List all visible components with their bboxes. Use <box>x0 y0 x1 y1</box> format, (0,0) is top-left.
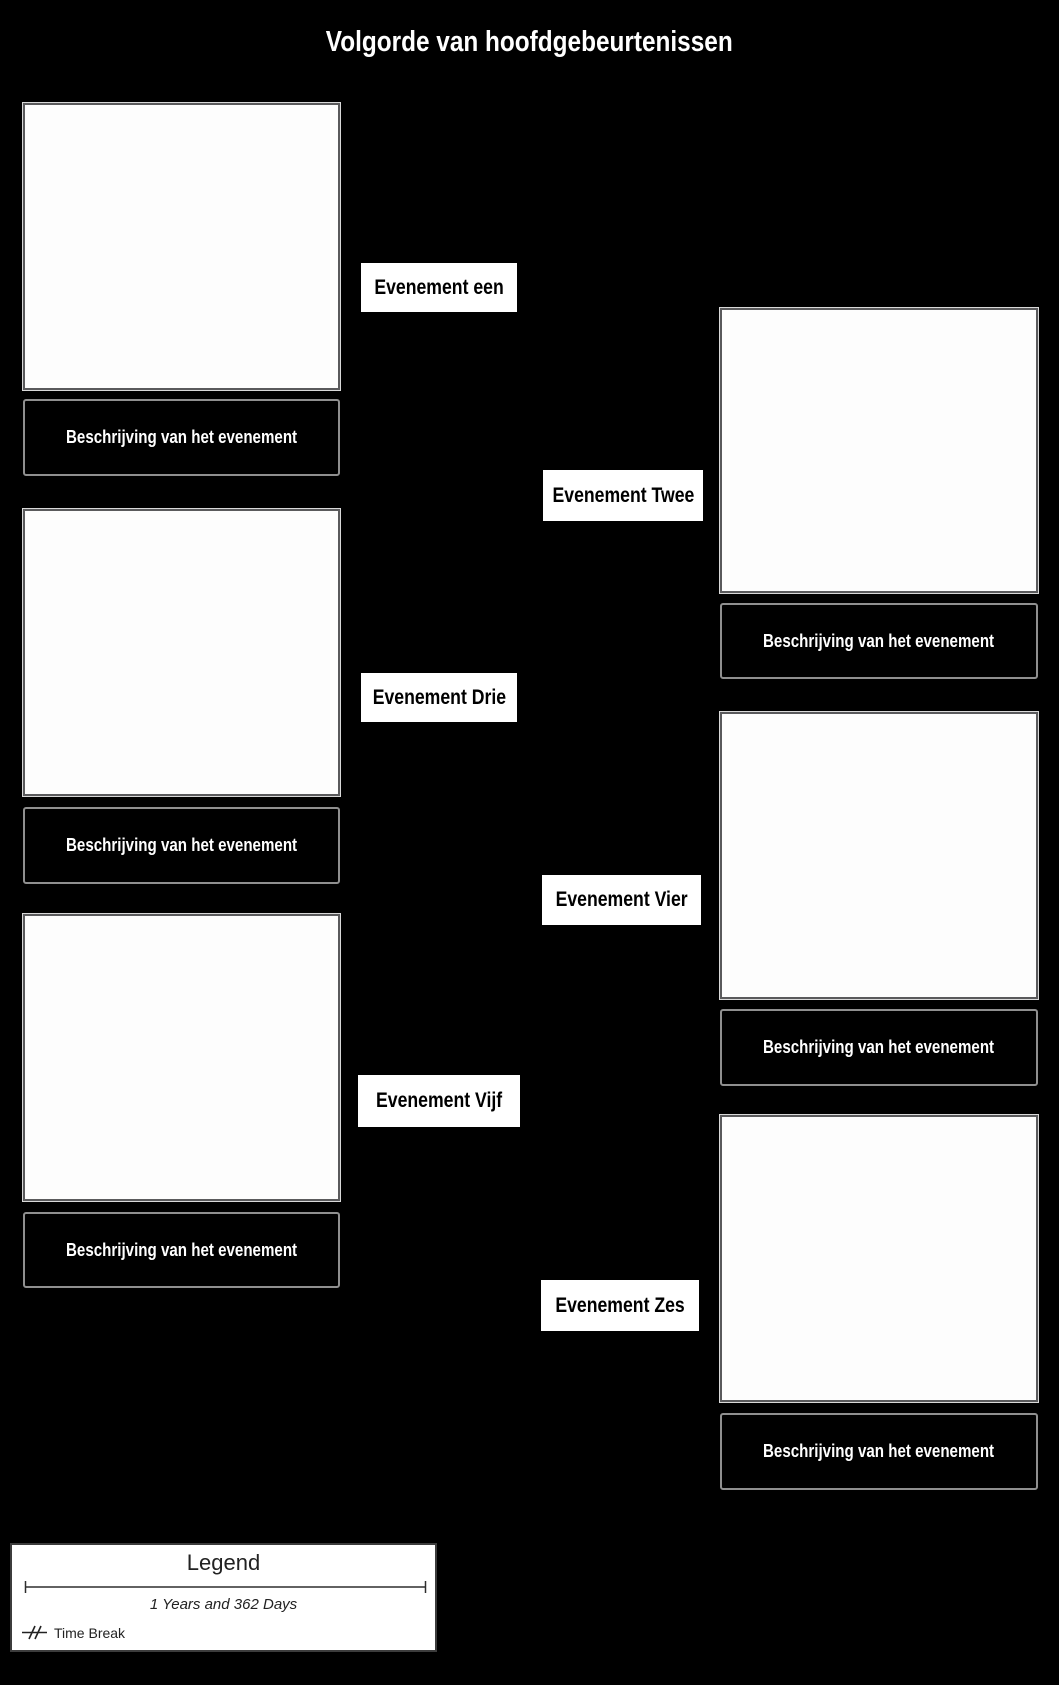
event-1-label-text: Evenement een <box>374 275 504 299</box>
event-4-image-placeholder[interactable] <box>720 712 1038 999</box>
event-6-label[interactable]: Evenement Zes <box>541 1280 699 1331</box>
event-4-description-text: Beschrijving van het evenement <box>763 1037 995 1057</box>
legend-title: Legend <box>186 1550 261 1575</box>
event-3-image-placeholder[interactable] <box>23 509 340 796</box>
event-4-description-cell[interactable]: Beschrijving van het evenement <box>720 1009 1038 1086</box>
event-5-image-placeholder[interactable] <box>23 914 340 1201</box>
event-2-label-text: Evenement Twee <box>552 483 694 507</box>
time-scale-bar <box>24 1581 427 1593</box>
event-3-label-text: Evenement Drie <box>372 685 506 709</box>
event-6-label-text: Evenement Zes <box>555 1293 685 1317</box>
page-title-text: Volgorde van hoofdgebeurtenissen <box>326 26 733 58</box>
legend: Legend 1 Years and 362 Days Time Break <box>10 1543 437 1652</box>
event-3-description-text: Beschrijving van het evenement <box>65 835 298 855</box>
event-2-description-text: Beschrijving van het evenement <box>763 630 995 651</box>
event-5-label[interactable]: Evenement Vijf <box>358 1075 520 1127</box>
event-6-description-cell[interactable]: Beschrijving van het evenement <box>720 1413 1038 1490</box>
event-5-label-text: Evenement Vijf <box>375 1089 503 1112</box>
time-break-legend-entry: Time Break <box>22 1624 125 1641</box>
event-1-label[interactable]: Evenement een <box>361 263 517 312</box>
event-1-description-cell[interactable]: Beschrijving van het evenement <box>23 399 340 476</box>
time-scale-duration-label: 1 Years and 362 Days <box>149 1596 298 1613</box>
event-2-image-placeholder[interactable] <box>720 308 1038 593</box>
event-2-description-cell[interactable]: Beschrijving van het evenement <box>720 603 1038 679</box>
event-1-image-placeholder[interactable] <box>23 103 340 390</box>
event-6-description-text: Beschrijving van het evenement <box>763 1441 995 1461</box>
time-break-label: Time Break <box>54 1624 126 1641</box>
event-4-label[interactable]: Evenement Vier <box>542 875 701 925</box>
event-5-description-cell[interactable]: Beschrijving van het evenement <box>23 1212 340 1288</box>
event-3-description-cell[interactable]: Beschrijving van het evenement <box>23 807 340 884</box>
event-1-description-text: Beschrijving van het evenement <box>65 427 298 447</box>
time-break-icon <box>22 1625 47 1640</box>
event-5-description-text: Beschrijving van het evenement <box>65 1239 298 1260</box>
event-2-label[interactable]: Evenement Twee <box>543 470 703 521</box>
event-4-label-text: Evenement Vier <box>555 888 688 911</box>
event-3-label[interactable]: Evenement Drie <box>361 673 517 722</box>
page-title: Volgorde van hoofdgebeurtenissen <box>0 26 1059 59</box>
event-6-image-placeholder[interactable] <box>720 1115 1038 1402</box>
